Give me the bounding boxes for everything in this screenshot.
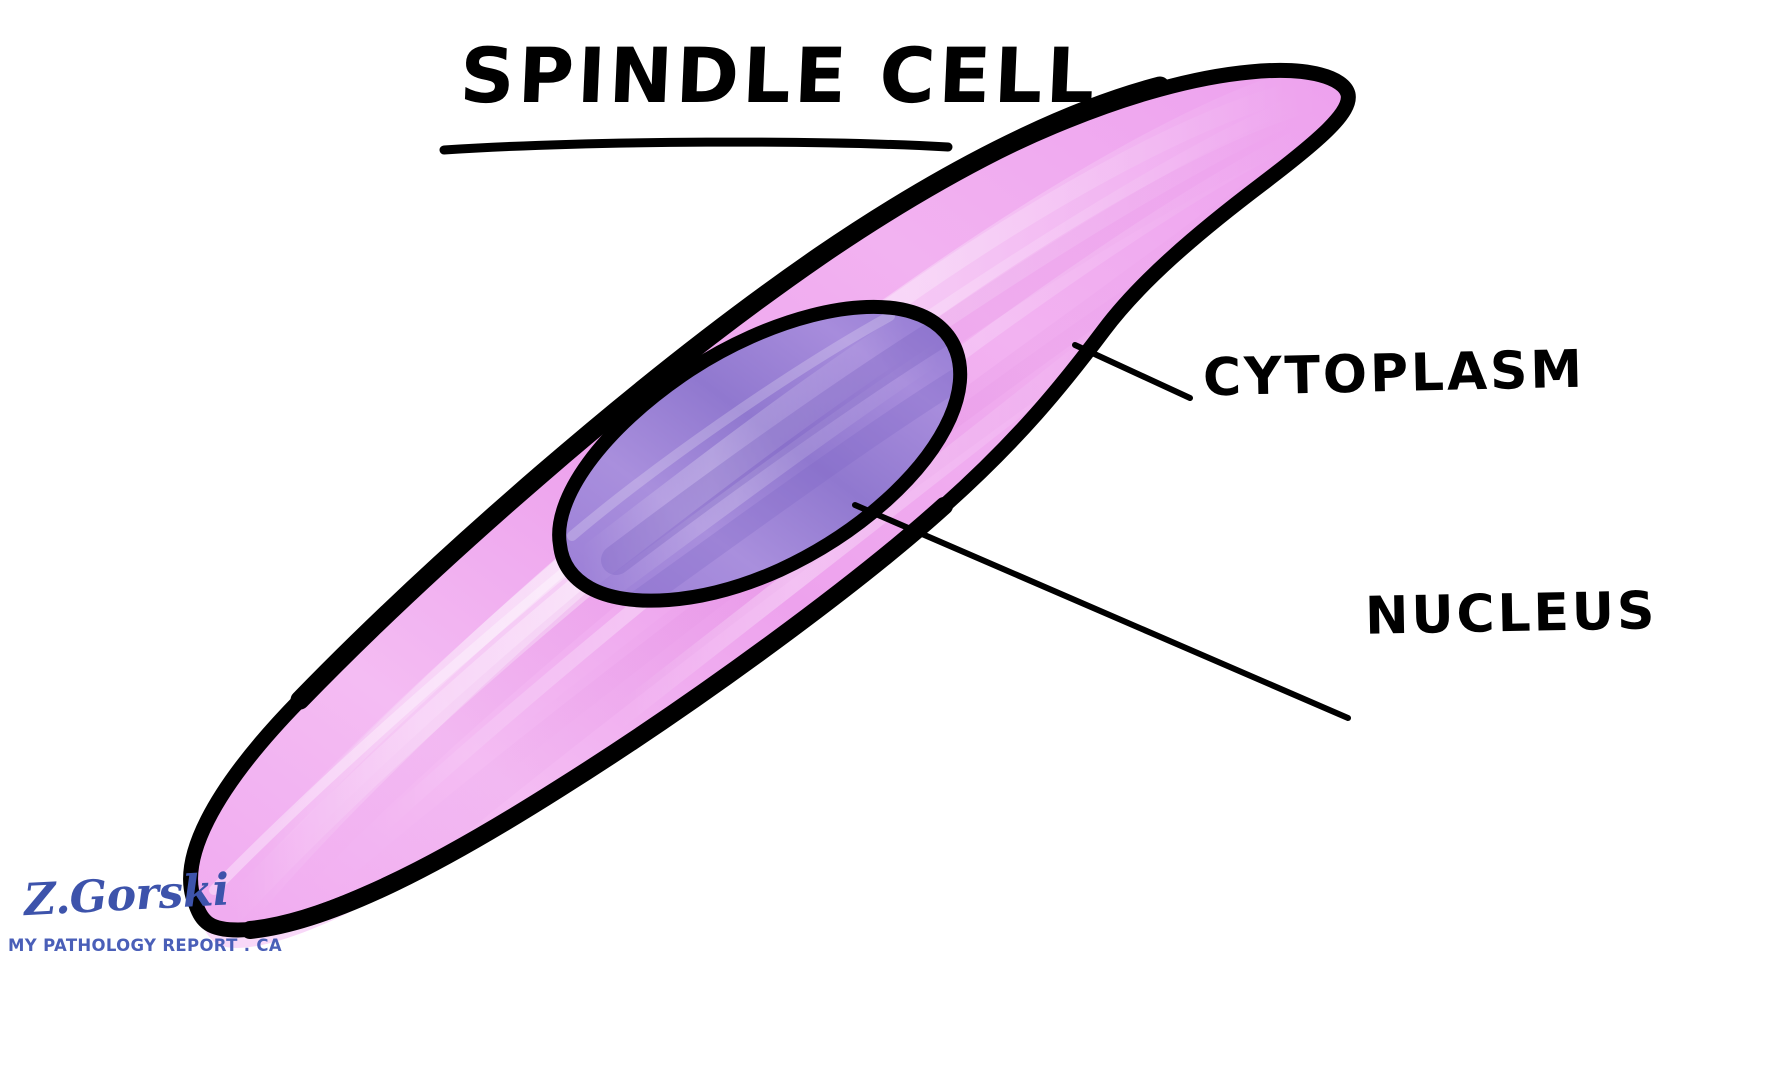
nuclear-membrane-outline xyxy=(552,299,968,608)
website-credit: MY PATHOLOGY REPORT . CA xyxy=(8,936,282,955)
page-title: SPINDLE CELL xyxy=(458,31,1100,120)
cell-outline-accent-bottom xyxy=(241,497,953,939)
label-cytoplasm: CYTOPLASM xyxy=(1202,339,1586,409)
artist-signature: Z.Gorski xyxy=(22,864,231,927)
nucleus-shape xyxy=(559,306,961,601)
nucleus-brush-strokes xyxy=(562,311,961,601)
watermark: Z.Gorski MY PATHOLOGY REPORT . CA xyxy=(8,864,282,955)
leader-lines xyxy=(852,342,1351,721)
title-underline xyxy=(439,137,953,155)
cell-outline-accent-top xyxy=(290,76,1170,710)
cytoplasm-leader-line xyxy=(1072,342,1193,401)
label-nucleus: NUCLEUS xyxy=(1364,581,1658,647)
nucleus-leader-line xyxy=(852,502,1351,721)
